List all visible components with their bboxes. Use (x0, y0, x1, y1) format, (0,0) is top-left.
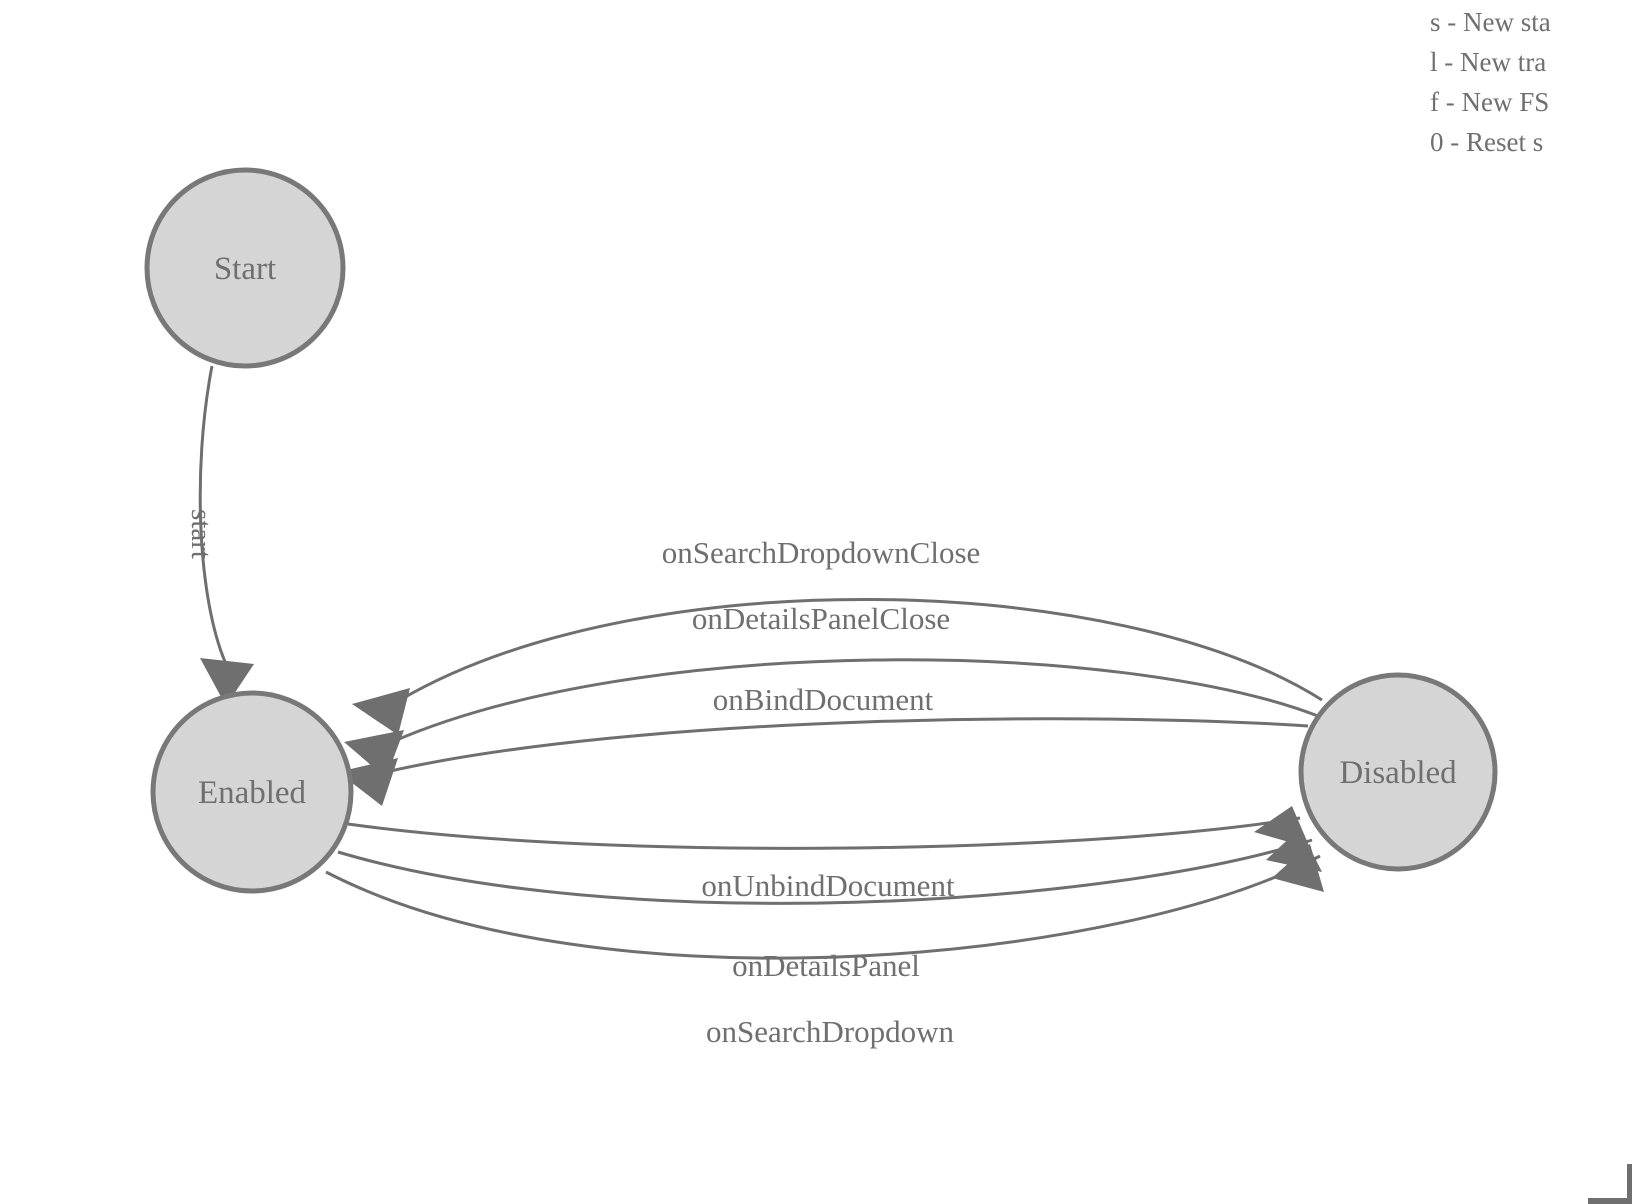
node-label: Start (214, 251, 276, 287)
resize-handle[interactable] (1588, 1164, 1632, 1204)
arrow-head (1272, 844, 1324, 892)
edge-path (347, 816, 1301, 850)
node-circle (150, 690, 354, 894)
node-label: Disabled (1339, 755, 1457, 791)
edge-path (391, 658, 1319, 744)
edge-label-on-bind-document: onBindDocument (713, 682, 934, 717)
edge-label-on-search-dropdown-close: onSearchDropdownClose (662, 535, 981, 570)
edge-on-search-dropdown-close[interactable] (352, 598, 1323, 735)
edge-label-on-details-panel-close: onDetailsPanelClose (692, 601, 950, 636)
arrow-head (352, 688, 410, 735)
edge-label-on-search-dropdown: onSearchDropdown (706, 1014, 954, 1049)
edge-path (325, 854, 1321, 960)
edge-label-start: start (185, 509, 217, 559)
node-disabled[interactable]: Disabled (1298, 672, 1498, 872)
node-start[interactable]: Start (144, 167, 346, 369)
edge-path (337, 838, 1313, 905)
arrow-head (200, 658, 254, 706)
edge-on-bind-document[interactable] (338, 717, 1309, 806)
edge-on-unbind-document[interactable] (347, 806, 1310, 850)
edge-label-on-details-panel: onDetailsPanel (732, 948, 920, 983)
node-enabled[interactable]: Enabled (150, 690, 354, 894)
edge-path (198, 365, 228, 665)
edge-label-on-unbind-document: onUnbindDocument (701, 868, 955, 903)
arrow-head (338, 758, 398, 806)
edge-path (385, 717, 1309, 774)
resize-handle-vertical-bar (1627, 1164, 1632, 1198)
resize-handle-horizontal-bar (1588, 1198, 1632, 1204)
node-circle (144, 167, 346, 369)
node-label: Enabled (198, 775, 307, 811)
edge-path (399, 598, 1323, 702)
edge-on-search-dropdown[interactable] (325, 844, 1324, 960)
node-circle (1298, 672, 1498, 872)
edge-start[interactable] (198, 365, 254, 706)
